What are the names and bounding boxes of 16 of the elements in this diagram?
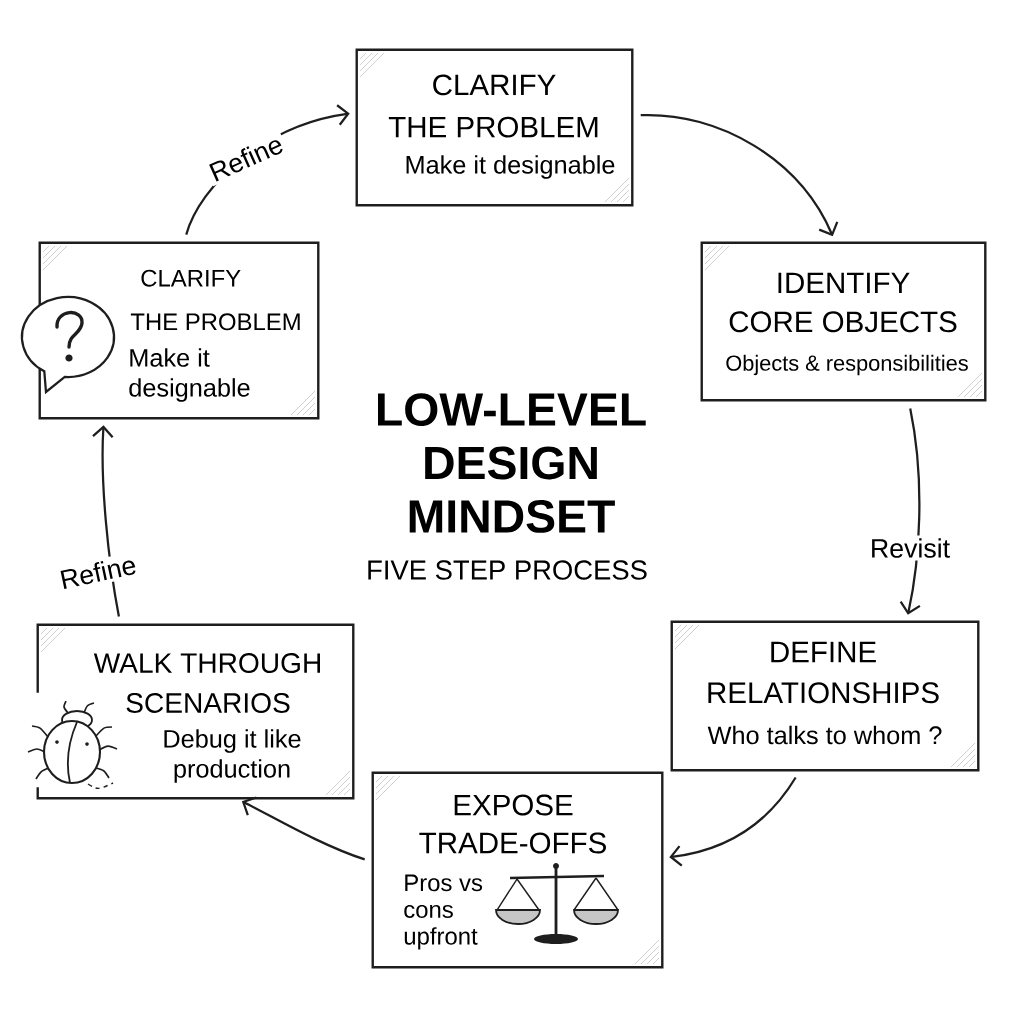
edge-label: Revisit [867, 535, 953, 561]
edge-label: Refine [203, 129, 289, 187]
step-box: WALK THROUGH SCENARIOS Debug it like production [36, 623, 355, 800]
subtitle: FIVE STEP PROCESS [368, 560, 647, 580]
arrow [899, 408, 921, 615]
step-box: CLARIFY THE PROBLEM Make it designable [38, 241, 320, 420]
step-box: IDENTIFY CORE OBJECTS Objects & responsibilities [700, 241, 987, 402]
arrow [92, 425, 120, 617]
arrow [640, 114, 839, 237]
step-box: CLARIFY THE PROBLEM Make it designable [355, 48, 634, 207]
step-box: DEFINE RELATIONSHIPS Who talks to whom ? [670, 620, 980, 772]
edge-label: Refine [54, 551, 142, 593]
title: LOW-LEVEL DESIGN MINDSET [378, 393, 646, 533]
arrow [669, 776, 797, 867]
step-box: EXPOSE TRADE-OFFS Pros vs cons upfront [371, 771, 664, 969]
arrow [241, 796, 366, 861]
